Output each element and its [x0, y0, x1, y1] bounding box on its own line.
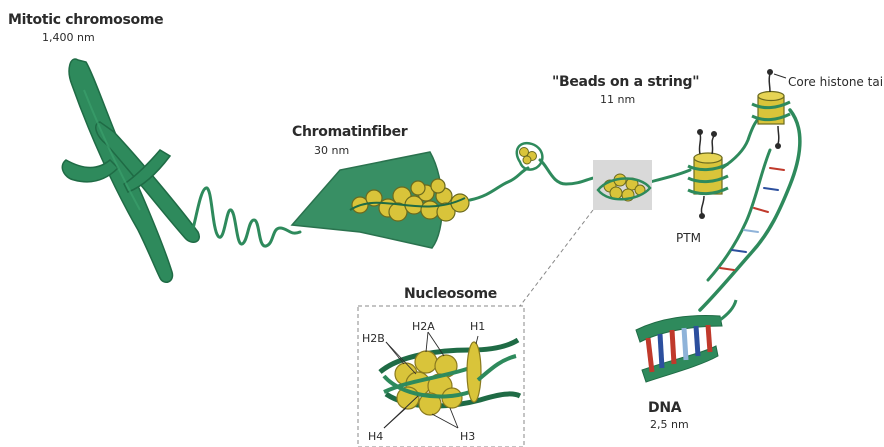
label-histone-h2b: H2B: [362, 332, 385, 345]
label-histone-h2a: H2A: [412, 320, 435, 333]
dna-double-helix: [636, 300, 736, 382]
label-nucleosome: Nucleosome: [404, 286, 497, 302]
label-dna-size: 2,5 nm: [650, 418, 689, 431]
label-beads-on-string: "Beads on a string": [552, 74, 699, 90]
label-core-histone-tail: Core histone tail: [788, 75, 884, 89]
label-dna: DNA: [648, 400, 682, 416]
label-beads-size: 11 nm: [600, 93, 635, 106]
nucleosome-with-ptm: [688, 129, 728, 219]
nucleosome-histone-tail: [752, 69, 790, 149]
mitotic-chromosome: [62, 59, 199, 282]
nucleosome-detail: [380, 332, 520, 428]
beads-on-string-highlight: [593, 160, 652, 210]
label-chromatin-fiber: Chromatinfiber: [292, 124, 408, 140]
chromatin-fiber: [292, 152, 469, 248]
dna-strand: [700, 110, 800, 310]
label-histone-h1: H1: [470, 320, 485, 333]
label-mitotic-size: 1,400 nm: [42, 31, 95, 44]
linker-fiber-1: [192, 188, 300, 246]
label-histone-h4: H4: [368, 430, 383, 443]
label-mitotic-chromosome: Mitotic chromosome: [8, 12, 163, 28]
label-chromatin-size: 30 nm: [314, 144, 349, 157]
label-histone-h3: H3: [460, 430, 475, 443]
nucleosome-cluster-small: [517, 143, 543, 170]
label-ptm: PTM: [676, 231, 701, 245]
